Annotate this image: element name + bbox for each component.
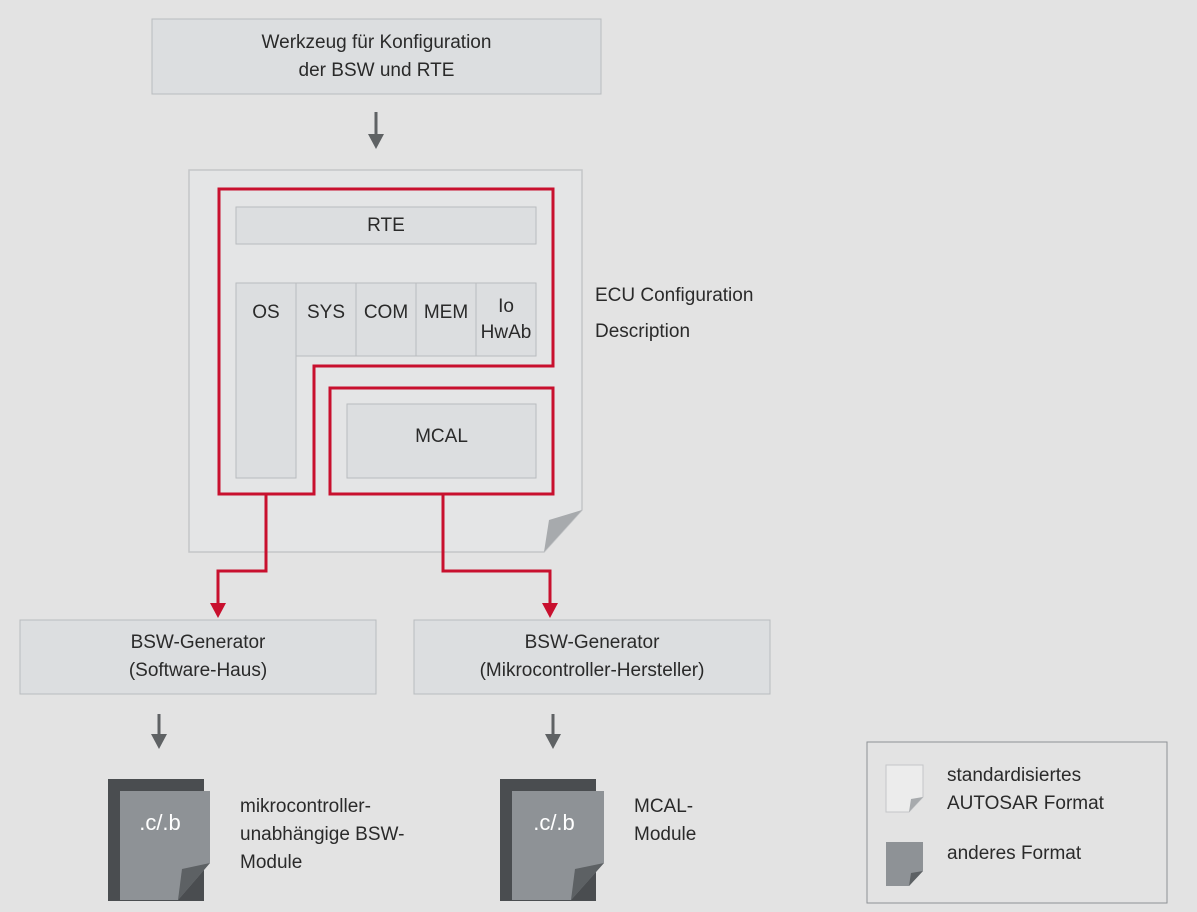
legend-other-icon [886,842,923,886]
arrowhead-tool-to-ecu [368,134,384,149]
generator-right-box [413,619,771,695]
iohwab-box [475,282,537,357]
mem-box [415,282,477,357]
file-icon-left [108,779,210,901]
rte-box [235,206,537,245]
os-box [235,282,297,479]
sys-box [295,282,357,357]
red-connector-right [441,494,552,604]
mcal-box [346,403,537,479]
legend-standard-icon [885,764,924,813]
ecu-document-fold [544,510,582,552]
red-arrowhead-left [210,603,226,618]
generator-left-box [19,619,377,695]
config-tool-box [151,18,602,95]
arrowhead-right-output [545,734,561,749]
com-box [355,282,417,357]
file-icon-right [500,779,604,901]
red-arrowhead-right [542,603,558,618]
bsw-highlight-outline [217,187,555,496]
red-connector-left [216,494,268,604]
arrowhead-left-output [151,734,167,749]
